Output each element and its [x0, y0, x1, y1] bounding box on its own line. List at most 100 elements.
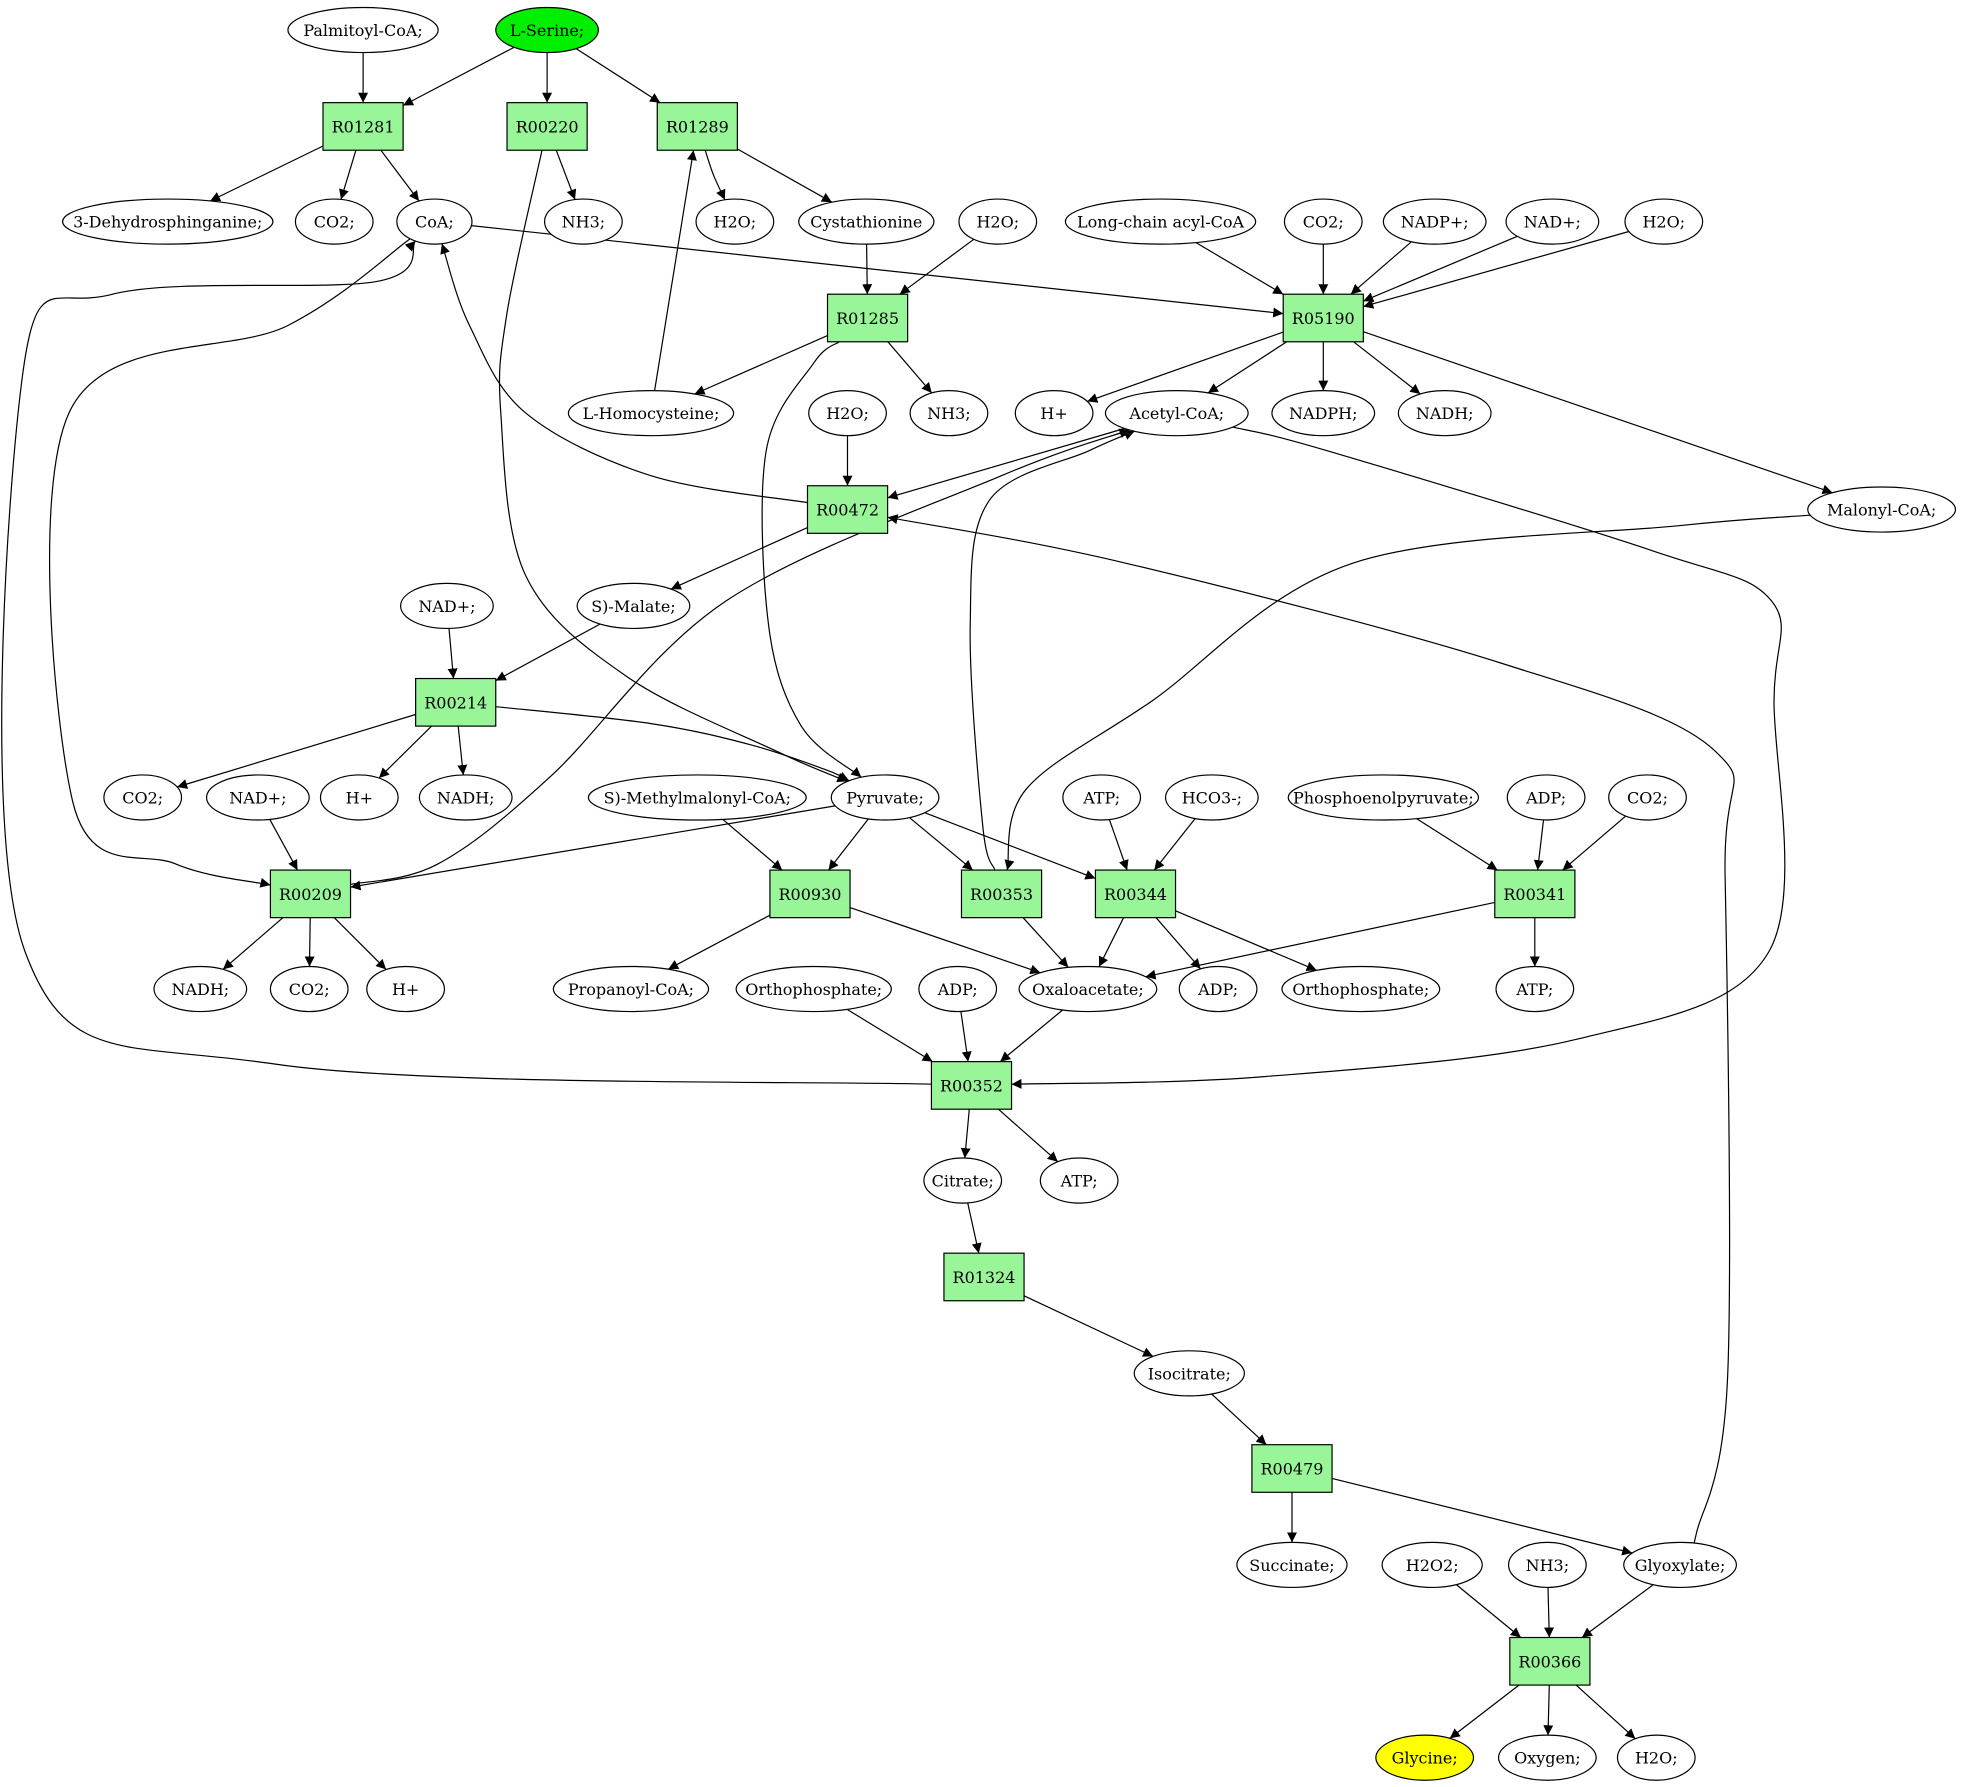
compound-node-hco3: HCO3-;: [1164, 774, 1259, 821]
compound-node-nadhc: NADH;: [153, 965, 248, 1013]
compound-node-h2oc: H2O;: [1624, 198, 1704, 245]
compound-shape-propanoyl: [552, 965, 710, 1013]
compound-label-malate: S)-Malate;: [591, 597, 675, 616]
compound-label-nadha: NADH;: [1416, 404, 1474, 423]
compound-label-co2a: CO2;: [314, 213, 355, 232]
compound-shape-atpb: [1495, 965, 1575, 1013]
reaction-box-r01324: [943, 1252, 1025, 1302]
reaction-box-r00344: [1094, 869, 1177, 919]
compound-shape-pep: [1287, 774, 1480, 821]
compound-label-citrate: Citrate;: [932, 1172, 994, 1191]
edge-isocitrate-to-r00479: [1211, 1393, 1267, 1446]
compound-node-h2ob: H2O;: [958, 198, 1038, 245]
compound-shape-malate: [576, 582, 691, 630]
reaction-box-r01285: [826, 293, 909, 343]
reaction-box-r00366: [1509, 1636, 1591, 1686]
compound-node-hpb: H+: [319, 774, 399, 821]
edge-cysta-to-r01285: [862, 244, 873, 295]
reaction-box-r05190: [1282, 293, 1364, 343]
reaction-node-r00479: R00479: [1251, 1444, 1333, 1493]
compound-node-nadhb: NADH;: [418, 774, 513, 821]
edges-layer: [1, 46, 1833, 1740]
compound-label-isocitrate: Isocitrate;: [1148, 1364, 1231, 1383]
reaction-label-r00353: R00353: [970, 885, 1033, 904]
reaction-node-r00220: R00220: [506, 102, 588, 151]
edge-pyruvate-to-r00344: [924, 812, 1096, 880]
compound-node-malate: S)-Malate;: [576, 582, 691, 630]
edge-r00341-to-oxalo: [1145, 901, 1495, 980]
compound-shape-nadp: [1382, 198, 1487, 245]
compound-node-malonyl: Malonyl-CoA;: [1807, 486, 1957, 533]
edge-pyruvate-to-r00209: [350, 805, 836, 891]
reaction-node-r01324: R01324: [943, 1252, 1025, 1302]
reaction-node-r00209: R00209: [269, 869, 352, 919]
compound-label-nadb: NAD+;: [418, 597, 475, 616]
edge-r05190-to-hpa: [1087, 331, 1284, 403]
compound-shape-orthob: [1281, 965, 1441, 1013]
edge-r00209-to-acetyl: [350, 428, 1130, 885]
reaction-label-r00472: R00472: [816, 501, 879, 520]
compound-shape-h2ob: [958, 198, 1038, 245]
compound-shape-nadb: [400, 582, 494, 630]
compound-shape-hpc: [366, 965, 446, 1013]
edge-h2o2-to-r00366: [1455, 1584, 1522, 1638]
compound-node-nadha: NADH;: [1397, 389, 1492, 437]
reaction-box-r01281: [322, 102, 404, 151]
compound-shape-nada: [1505, 198, 1600, 245]
edge-r00366-to-oxygen: [1543, 1685, 1554, 1736]
compound-shape-serine: [495, 6, 600, 54]
compound-node-h2oa: H2O;: [695, 198, 775, 245]
edge-citrate-to-r01324: [967, 1202, 982, 1254]
compound-node-atpa: ATP;: [1062, 774, 1142, 821]
compound-label-lcacoa: Long-chain acyl-CoA: [1077, 213, 1244, 232]
compound-node-co2b: CO2;: [1283, 198, 1363, 245]
compound-label-nadph: NADPH;: [1289, 404, 1358, 423]
compound-node-atpb: ATP;: [1495, 965, 1575, 1013]
compound-label-co2e: CO2;: [289, 980, 330, 999]
compound-node-coa: CoA;: [396, 198, 473, 245]
reaction-label-r00344: R00344: [1104, 885, 1167, 904]
compound-label-oxalo: Oxaloacetate;: [1032, 980, 1144, 999]
compound-shape-oxygen: [1497, 1734, 1597, 1781]
compound-shape-h2o2: [1381, 1541, 1483, 1589]
compound-label-hpb: H+: [346, 788, 373, 807]
compound-shape-lcacoa: [1064, 198, 1257, 245]
compound-shape-h2oe: [1616, 1734, 1696, 1781]
edge-r01281-to-co2a: [339, 150, 357, 200]
compound-label-nadp: NADP+;: [1401, 213, 1469, 232]
edge-homocys-to-r01289: [654, 150, 697, 391]
edge-hco3-to-r00344: [1153, 818, 1196, 871]
compound-node-h2oe: H2O;: [1616, 1734, 1696, 1781]
edge-r00209-to-co2e: [304, 917, 315, 967]
reaction-label-r00366: R00366: [1518, 1652, 1581, 1671]
compound-shape-h2od: [808, 389, 887, 437]
edge-r00344-to-oxalo: [1098, 917, 1125, 968]
compound-shape-nadph: [1271, 389, 1376, 437]
compound-node-nadc: NAD+;: [205, 774, 310, 821]
edge-lcacoa-to-r05190: [1195, 241, 1284, 295]
compound-label-adpc: ADP;: [1197, 980, 1238, 999]
edge-serine-to-r01289: [575, 48, 661, 104]
compound-shape-co2a: [294, 198, 374, 245]
compound-node-pep: Phosphoenolpyruvate;: [1287, 774, 1480, 821]
reaction-box-r00472: [806, 485, 889, 534]
compound-node-nh3a: NH3;: [543, 198, 623, 245]
compound-shape-co2e: [269, 965, 349, 1013]
compound-shape-atpc: [1039, 1157, 1119, 1204]
edge-glyoxylate-to-r00366: [1581, 1584, 1654, 1638]
compound-node-h2o2: H2O2;: [1381, 1541, 1483, 1589]
edge-r00472-to-malate: [670, 527, 808, 590]
edge-r01324-to-isocitrate: [1023, 1295, 1154, 1357]
edge-oxalo-to-r00352: [999, 1009, 1063, 1063]
compound-label-coa: CoA;: [415, 213, 454, 232]
nodes-layer: Palmitoyl-CoA;L-Serine;3-Dehydrosphingan…: [61, 6, 1957, 1781]
compound-shape-nadhc: [153, 965, 248, 1013]
reaction-label-r00352: R00352: [940, 1076, 1003, 1095]
compound-shape-homocys: [567, 389, 735, 437]
edge-r00930-to-propanoyl: [667, 914, 771, 970]
edge-pyruvate-to-r00353: [909, 817, 974, 871]
compound-label-nada: NAD+;: [1524, 213, 1581, 232]
compound-label-h2o2: H2O2;: [1406, 1556, 1459, 1575]
edge-glyoxylate-to-r00472: [887, 514, 1735, 1549]
edge-malonyl-to-r00353: [1004, 514, 1811, 871]
